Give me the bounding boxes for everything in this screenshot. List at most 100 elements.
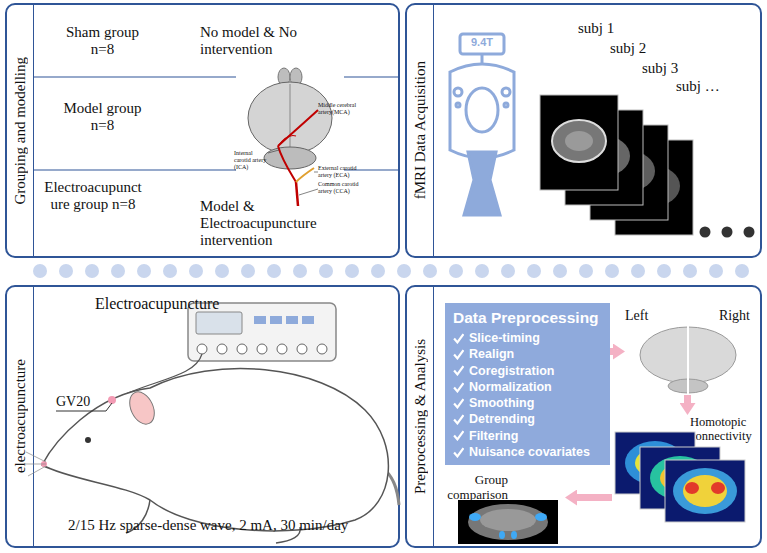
fmri-scan-stack [540,95,755,238]
checklist-item: Smoothing [469,395,534,411]
subject-label: subj 1 [578,20,614,37]
rat-brain-illustration [278,110,318,146]
panel-title: Grouping and modelling [12,57,29,204]
separator-dots [293,264,307,278]
stimulator-device [257,344,267,354]
separator-dots [59,264,73,278]
group-comparison-image [469,513,481,521]
separator-dots [475,264,489,278]
separator-dots [501,264,515,278]
mri-scanner-icon [450,34,514,215]
check-mark [453,414,464,425]
checklist-row: Normalization [453,379,602,395]
panel-tab: Grouping and modelling [7,5,34,256]
checklist-row: Realign [453,346,602,362]
mri-scanner-icon [481,54,484,63]
rat-illustration [24,452,46,476]
check-mark [454,334,463,342]
check-mark [453,447,464,458]
separator-dots [163,264,177,278]
mri-scanner-icon [454,88,462,96]
mri-scanner-icon [450,64,514,158]
rat-brain-illustration [268,150,279,153]
field-strength: 9.4T [460,36,504,49]
check-mark [453,333,464,344]
separator-dots [137,264,151,278]
check-mark [454,399,463,407]
group-name: Electroacupuncture group n=8 [43,179,143,213]
checklist-item: Nuisance covariates [469,444,590,460]
panel-heading: Electroacupuncture [95,295,219,313]
parameter-note: 2/15 Hz sparse-dense wave, 2 mA, 30 min/… [68,517,348,534]
separator-dots [423,264,437,278]
mri-scanner-icon [464,152,500,215]
separator-dots [449,264,463,278]
artery-label: Middle cerebral artery(MCA) [318,102,362,116]
artery-label: External carotid artery (ECA) [318,165,362,179]
connectivity-maps [685,482,699,494]
rat-brain-illustration [299,189,318,195]
flow-arrow [610,348,613,355]
checklist-row: Smoothing [453,395,602,411]
separator-dots [33,264,47,278]
check-mark [454,350,463,358]
brain-3d-illustration [640,322,736,395]
group-comparison-image [499,531,505,539]
artery-label: Common carotid artery (CCA) [318,181,362,195]
separator-dots [111,264,125,278]
group-comparison-image [458,500,558,544]
image-caption: Homotopic connectivity [690,415,756,443]
rat-illustration [108,396,116,404]
separator-dots [267,264,281,278]
separator-dots [553,264,567,278]
rat-brain-illustration [278,146,296,182]
separator-dots [605,264,619,278]
stimulator-device [270,316,282,324]
fmri-scan-stack [722,227,733,238]
checklist-item: Detrending [469,411,535,427]
separator-dots [33,264,749,278]
separator-dots [683,264,697,278]
panel-title: fMRI Data Acquisition [412,61,429,199]
subject-label: subj … [676,78,720,95]
mri-scanner-icon [456,103,460,107]
separator-dots [527,264,541,278]
rat-illustration [42,369,388,531]
fmri-scan-stack [700,227,711,238]
group-comparison-image [480,509,536,531]
rat-brain-illustration [296,182,298,206]
separator-dots [397,264,411,278]
group-treatment: Model & Electroacupuncture intervention [200,198,335,249]
stimulator-device [197,344,207,354]
mri-scanner-icon [502,88,510,96]
check-mark [453,382,464,393]
check-mark [454,415,463,423]
stimulator-device [237,344,247,354]
rat-brain-illustration [314,172,318,173]
group-comparison-image [468,504,548,540]
flow-arrow [577,494,612,501]
check-mark [453,365,464,376]
connectivity-maps [673,468,737,514]
subject-label: subj 3 [642,60,678,77]
check-mark [454,448,463,456]
separator-dots [241,264,255,278]
stimulator-device [286,316,298,324]
rat-brain-illustration [248,82,332,154]
rat-brain-illustration [290,84,291,152]
checklist-item: Normalization [469,379,552,395]
subject-label: subj 2 [610,40,646,57]
stimulator-device [317,344,327,354]
box-title-row: Data Preprocessing [453,308,602,327]
acupoint-label: GV20 [56,394,90,410]
separator-dots [735,264,749,278]
separator-dots [85,264,99,278]
fmri-scan-stack [552,120,606,162]
check-mark [453,349,464,360]
image-caption: Left [625,308,675,324]
rat-illustration [24,369,399,543]
stimulator-device [217,344,227,354]
rat-illustration [125,388,159,428]
